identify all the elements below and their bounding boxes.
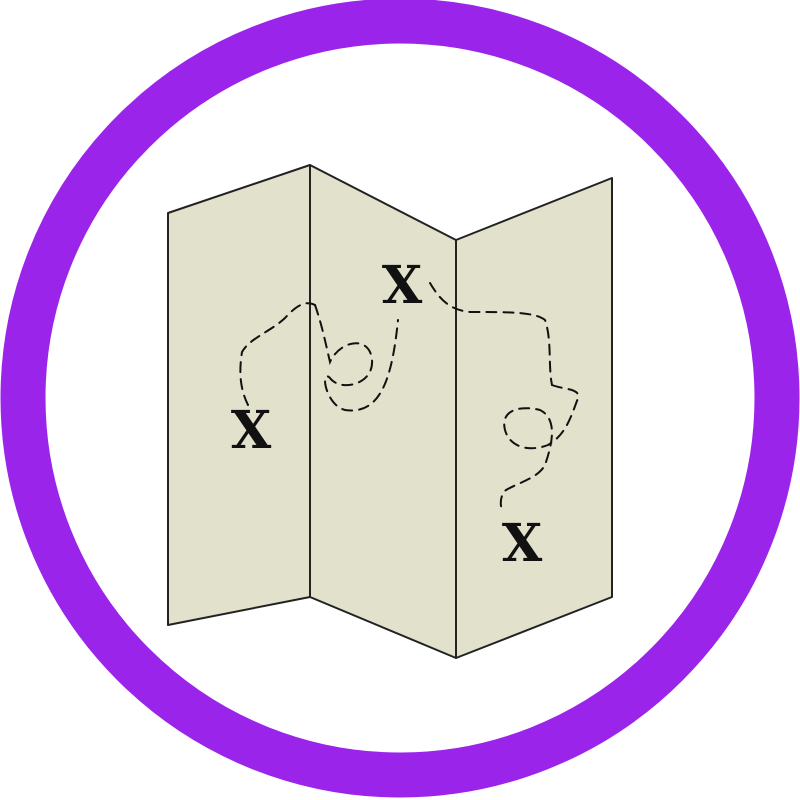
x-mark-left: X: [231, 400, 272, 461]
trail-segment-top: [429, 282, 553, 386]
map-panel-right: [455, 177, 613, 659]
map-panel-left: [167, 164, 311, 626]
trail-segment-left: [239, 302, 316, 406]
x-mark-top: X: [382, 255, 423, 316]
trail-segment-loop-2: [499, 384, 580, 511]
map-panel-middle: [309, 164, 457, 659]
trail-segment-loop-1: [314, 304, 399, 412]
dashed-trail: [239, 282, 580, 511]
folded-map: [167, 164, 613, 659]
x-mark-right: X: [502, 513, 543, 574]
